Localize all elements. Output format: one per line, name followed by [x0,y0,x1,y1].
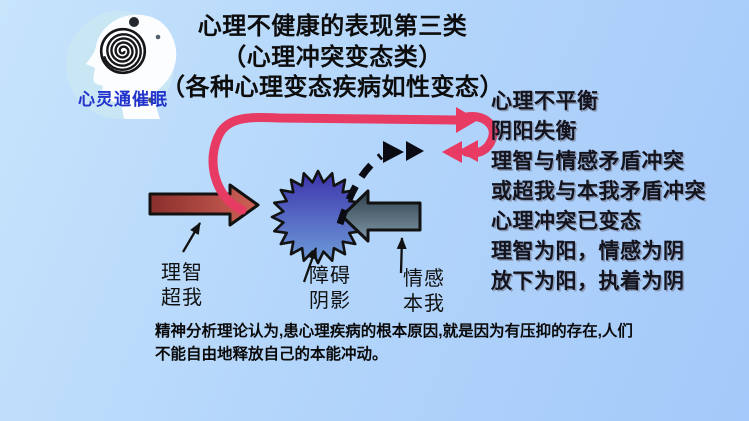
title-line-2: （心理冲突变态类） [222,43,443,71]
pink-loop-arrow [208,113,461,215]
dashed-arc-arrowhead-1 [383,141,404,163]
footer-paragraph: 精神分析理论认为,患心理疾病的根本原因,就是因为有压抑的存在,人们 不能自由地释… [155,321,685,366]
label-zhangai: 障碍 [309,265,351,287]
title-line-3: （各种心理变态疾病如性变态） [161,74,504,101]
symptom-list: 心理不平衡 阴阳失衡 理智与情感矛盾冲突 或超我与本我矛盾冲突 心理冲突已变态 … [491,87,706,297]
pointer-line-left [182,222,201,253]
footer-line-1: 精神分析理论认为,患心理疾病的根本原因,就是因为有压抑的存在,人们 [155,323,633,340]
hypnosis-spiral-icon [103,33,142,72]
red-block-arrow [148,183,260,227]
symptom-item: 或超我与本我矛盾冲突 [491,180,706,203]
label-starburst: 障碍 阴影 [309,264,351,313]
dashed-arc-arrow [336,153,384,226]
pointer-line-right [396,237,407,274]
slate-block-arrow [340,189,422,243]
label-benwo: 本我 [403,292,445,315]
symptom-item: 理智与情感矛盾冲突 [491,150,685,173]
label-left-arrow: 理智 超我 [161,261,203,310]
symptom-item: 心理不平衡 [491,90,599,113]
pink-uturn-arrowhead-inner [442,141,462,163]
dashed-arc-arrowhead-2 [406,141,424,161]
symptom-item: 心理冲突已变态 [491,210,642,233]
label-lizhi: 理智 [161,262,203,284]
pink-uturn-arrowhead-outer [458,140,478,162]
symptom-item: 放下为阳，执着为阴 [491,270,685,293]
title-line-1: 心理不健康的表现第三类 [197,13,468,40]
logo-dot-small-bottom [148,97,154,103]
footer-line-2: 不能自由地释放自己的本能冲动。 [155,345,388,363]
label-chaowo: 超我 [161,286,203,309]
slide-title: 心理不健康的表现第三类 （心理冲突变态类） （各种心理变态疾病如性变态） [160,12,505,104]
label-qinggan: 情感 [403,268,445,290]
logo-dot-small-top [155,34,161,40]
label-right-arrow: 情感 本我 [403,267,445,316]
spiral-outer-ring [99,27,147,75]
symptom-item: 阴阳失衡 [491,120,577,143]
logo-dot-large [129,17,139,27]
pointer-line-middle [302,247,318,283]
symptom-item: 理智为阳，情感为阴 [491,240,685,263]
logo-caption: 心灵通催眠 [78,90,168,109]
label-yinying: 阴影 [309,289,351,312]
logo [66,11,177,119]
